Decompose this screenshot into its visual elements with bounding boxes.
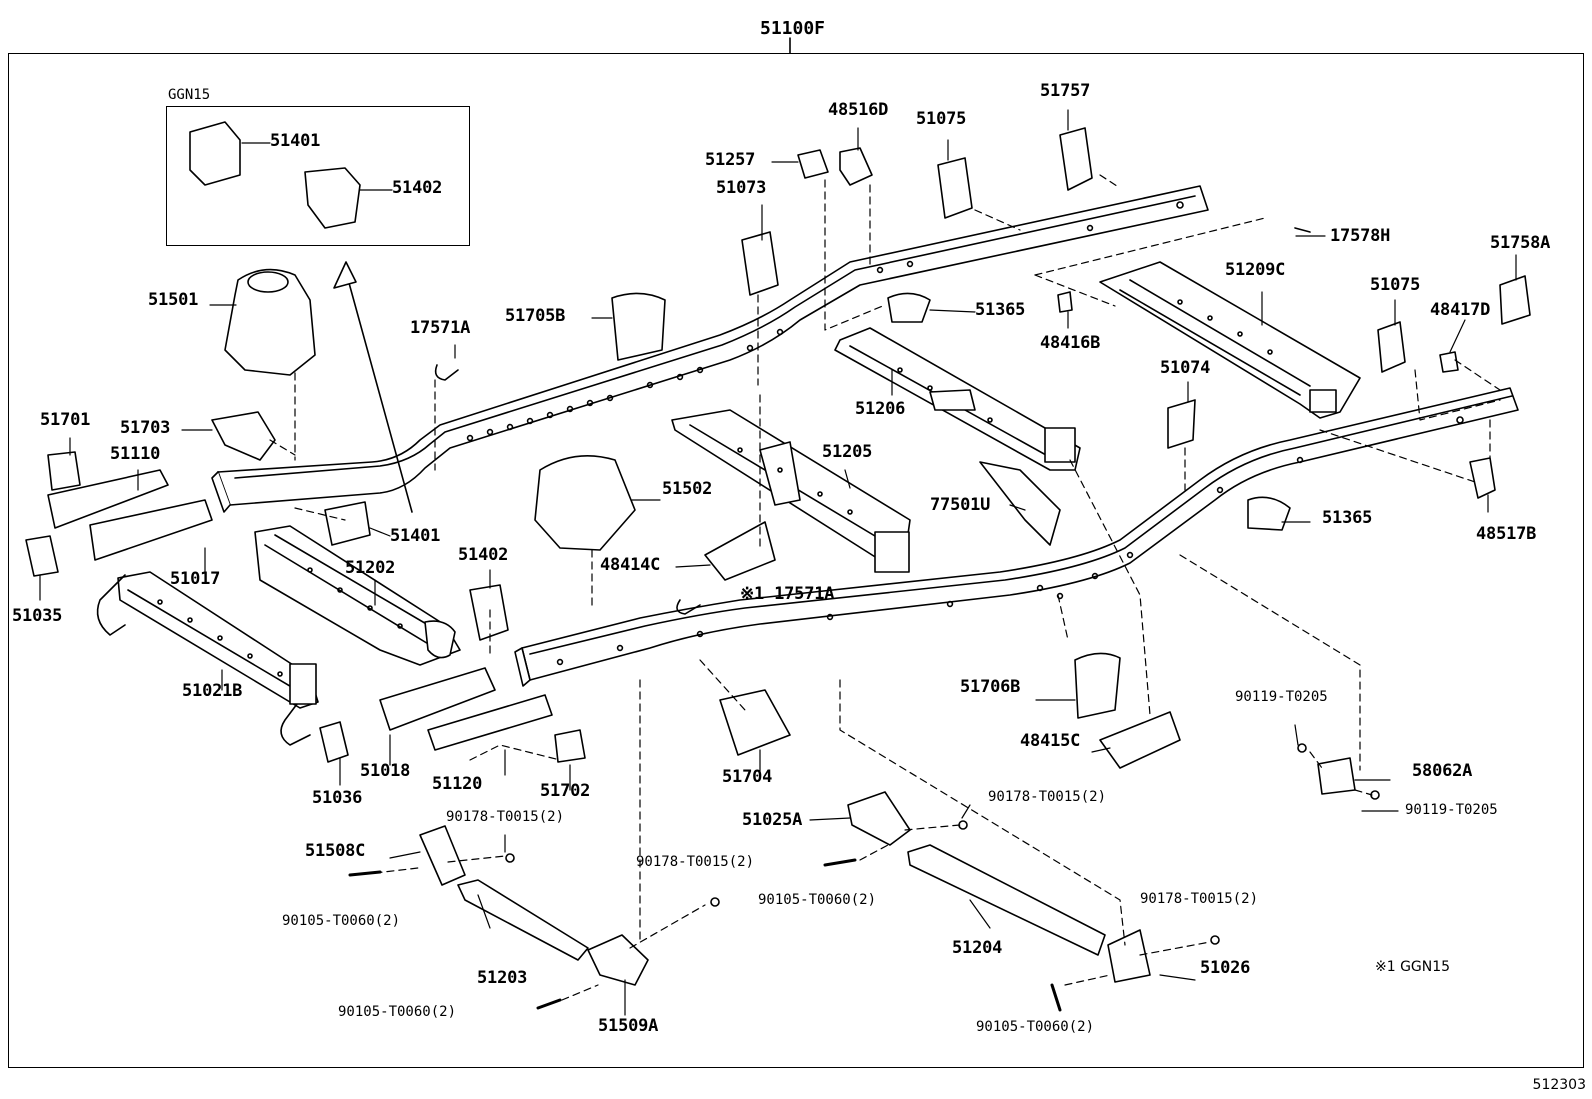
- part-label-p17571a: 17571A: [410, 318, 471, 338]
- part-label-p58062a: 58062A: [1412, 761, 1473, 781]
- front-suspension-member-51202: [254, 525, 461, 666]
- part-label-p51204: 51204: [952, 938, 1003, 958]
- part-label-p51365a: 51365: [975, 300, 1026, 320]
- part-label-p51758a: 51758A: [1490, 233, 1551, 253]
- part-label-p51402a: 51402: [392, 178, 443, 198]
- part-label-p51502: 51502: [662, 479, 713, 499]
- front-crossmember-51021b: [96, 571, 319, 746]
- crossmember-51205: [671, 409, 911, 573]
- part-label-p51073: 51073: [716, 178, 767, 198]
- inset-reference-arrow: [333, 261, 413, 513]
- part-label-p51401a: 51401: [270, 131, 321, 151]
- crossmember-51206: [834, 327, 1081, 471]
- part-label-p51202: 51202: [345, 558, 396, 578]
- part-label-p51705b: 51705B: [505, 306, 566, 326]
- lower-frame-rail: [514, 387, 1519, 687]
- dashed-leader-lines: [269, 174, 1501, 1001]
- part-label-p90178a: 90178-T0015(2): [446, 809, 565, 825]
- part-label-p51203: 51203: [477, 968, 528, 988]
- part-label-p48417d: 48417D: [1430, 300, 1491, 320]
- part-label-p51365b: 51365: [1322, 508, 1373, 528]
- diagram-code: 512303: [1532, 1077, 1586, 1093]
- part-label-p51026: 51026: [1200, 958, 1251, 978]
- part-label-p17578h: 17578H: [1330, 226, 1391, 246]
- part-label-p51075b: 51075: [1370, 275, 1421, 295]
- part-label-p51501: 51501: [148, 290, 199, 310]
- part-label-p90105c: 90105-T0060(2): [976, 1019, 1095, 1035]
- part-label-p90119b: 90119-T0205: [1405, 802, 1498, 818]
- part-label-p51205: 51205: [822, 442, 873, 462]
- part-label-p51257: 51257: [705, 150, 756, 170]
- part-label-p51703: 51703: [120, 418, 171, 438]
- part-label-p90105b: 90105-T0060(2): [758, 892, 877, 908]
- assembly-number: 51100F: [760, 18, 826, 39]
- part-label-p51209c: 51209C: [1225, 260, 1286, 280]
- part-label-p51702: 51702: [540, 781, 591, 801]
- part-label-p51509a: 51509A: [598, 1016, 659, 1036]
- part-label-p51035: 51035: [12, 606, 63, 626]
- part-label-p51402b: 51402: [458, 545, 509, 565]
- part-label-p51206: 51206: [855, 399, 906, 419]
- part-label-p48414c: 48414C: [600, 555, 661, 575]
- part-label-p51017: 51017: [170, 569, 221, 589]
- part-label-p48517b: 48517B: [1476, 524, 1537, 544]
- part-label-p48516d: 48516D: [828, 100, 889, 120]
- part-label-p51021b: 51021B: [182, 681, 243, 701]
- part-label-p51075a: 51075: [916, 109, 967, 129]
- part-label-p90178b: 90178-T0015(2): [636, 854, 755, 870]
- part-label-p90178c: 90178-T0015(2): [988, 789, 1107, 805]
- part-label-p51120: 51120: [432, 774, 483, 794]
- part-label-p90105a: 90105-T0060(2): [282, 913, 401, 929]
- part-label-p51706b: 51706B: [960, 677, 1021, 697]
- footnote-ggn15: ※1 GGN15: [1375, 959, 1451, 975]
- part-label-p51025a: 51025A: [742, 810, 803, 830]
- part-label-p90178d: 90178-T0015(2): [1140, 891, 1259, 907]
- part-label-p48416b: 48416B: [1040, 333, 1101, 353]
- diagram-frame: [8, 53, 1584, 1068]
- part-label-p48415c: 48415C: [1020, 731, 1081, 751]
- part-label-p90119a: 90119-T0205: [1235, 689, 1328, 705]
- part-label-p51110: 51110: [110, 444, 161, 464]
- part-label-p51757: 51757: [1040, 81, 1091, 101]
- small-bracket-shapes: [25, 121, 1531, 1012]
- part-label-p51036: 51036: [312, 788, 363, 808]
- part-label-p51704: 51704: [722, 767, 773, 787]
- inset-title: GGN15: [168, 87, 211, 103]
- part-label-p90105d: 90105-T0060(2): [338, 1004, 457, 1020]
- part-label-p51401b: 51401: [390, 526, 441, 546]
- part-label-p51074: 51074: [1160, 358, 1211, 378]
- part-label-p51018: 51018: [360, 761, 411, 781]
- part-label-p17571a2: ※1 17571A: [740, 584, 835, 604]
- ggn15-inset-box: [166, 106, 470, 246]
- part-label-p51508c: 51508C: [305, 841, 366, 861]
- crossmember-51209c: [1099, 261, 1361, 419]
- part-label-p51701: 51701: [40, 410, 91, 430]
- part-label-p77501u: 77501U: [930, 495, 991, 515]
- solid-leader-lines: [39, 109, 1517, 1016]
